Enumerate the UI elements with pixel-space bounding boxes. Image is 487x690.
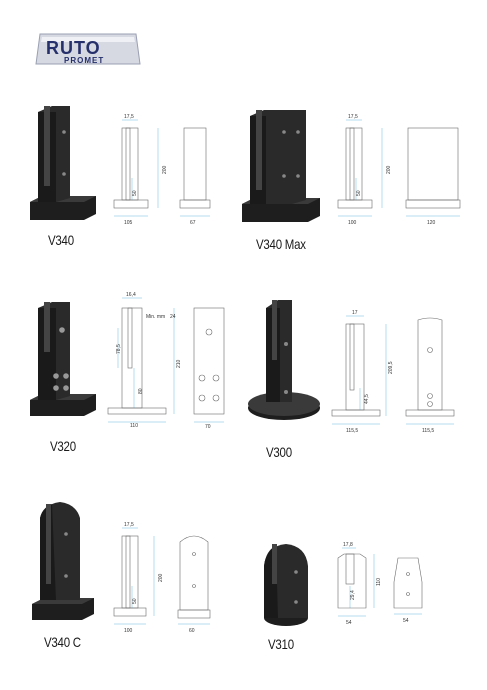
v310-side-drawing: 54 [393,557,423,624]
v340c-dim-base-h: 50 [132,598,138,604]
v340-dim-base-w: 105 [124,220,133,226]
v320-dim-min: Min. mm [146,314,165,320]
v340c-photo [32,502,94,620]
v310-front-drawing: 17,8 110 29,4 54 [337,542,382,626]
v340-max-dim-side-w: 120 [427,220,436,226]
v340-max-photo [242,110,320,222]
v320-front-drawing: 16,4 Min. mm 24 78,5 80 210 110 [107,292,182,428]
v320-dim-height: 210 [176,359,182,368]
v340-max-front-drawing: 17,5 200 50 100 [337,114,392,226]
v320-dim-base-w: 110 [130,423,138,428]
v340-side-drawing: 67 [179,127,211,226]
v340-dim-height: 200 [162,165,168,174]
v320-dim-h1: 78,5 [116,344,122,354]
v340-dim-top: 17,5 [124,114,134,120]
v320-side-drawing: 70 [193,307,225,428]
v340c-dim-base-w: 100 [124,628,133,634]
v300-dim-side-w: 115,5 [422,428,434,434]
v300-dim-h-low: 44,5 [364,394,370,404]
v340-dim-side-w: 67 [190,220,196,226]
v300-dim-top: 17 [352,310,358,316]
v300-front-drawing: 17 209,5 44,5 115,5 [331,310,394,434]
v320-label: V320 [50,438,76,454]
v320-dim-side-w: 70 [205,424,211,428]
v340-max-dim-base-w: 100 [348,220,357,226]
v310-label: V310 [268,636,294,652]
v340-max-dim-base-h: 50 [356,190,362,196]
v310-photo [264,544,308,626]
v340-label: V340 [48,232,74,248]
v300-side-drawing: 115,5 [405,317,455,434]
v340-max-label: V340 Max [256,236,306,252]
v310-dim-height: 110 [376,578,382,586]
v300-dim-base-w: 115,5 [346,428,358,434]
v340-max-side-drawing: 120 [405,127,461,226]
v340c-dim-side-w: 60 [189,628,195,634]
v320-photo [30,302,96,416]
v310-dim-base-w: 54 [346,620,352,626]
v340-dim-base-h: 50 [132,190,138,196]
v310-dim-h-low: 29,4 [350,590,356,600]
v320-dim-h2: 80 [138,388,144,394]
v300-dim-height: 209,5 [388,361,394,374]
v340c-dim-top: 17,5 [124,522,134,528]
v300-photo [248,300,320,420]
v310-dim-side-w: 54 [403,618,409,624]
v340c-dim-height: 200 [158,573,164,582]
v340-photo [30,106,96,220]
logo-text-promet: PROMET [64,56,104,65]
v310-dim-top: 17,8 [343,542,353,548]
ruto-promet-logo: RUTO PROMET [35,33,141,65]
v320-dim-min-val: 24 [170,314,176,320]
v340-front-drawing: 17,5 200 50 105 [113,114,168,226]
v320-dim-top: 16,4 [126,292,136,298]
v340-max-dim-height: 200 [386,165,392,174]
v300-label: V300 [266,444,292,460]
logo-text-ruto: RUTO [46,38,101,58]
v340c-front-drawing: 17,5 200 50 100 [113,522,164,634]
v340-max-dim-top: 17,5 [348,114,358,120]
v340c-label: V340 C [44,634,81,650]
v340c-side-drawing: 60 [177,535,211,634]
